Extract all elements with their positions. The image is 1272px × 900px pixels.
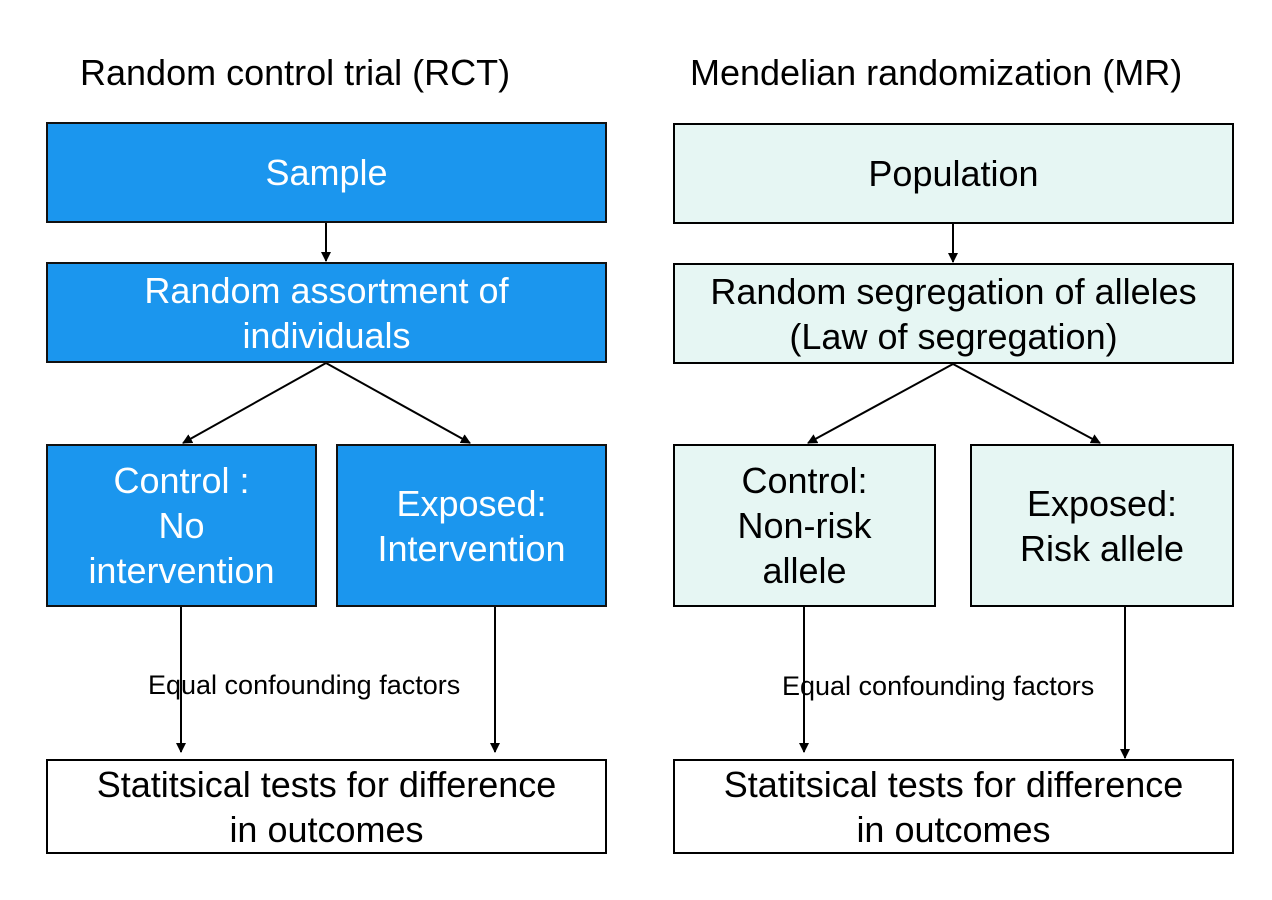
mr-arrow-to-control — [807, 363, 954, 444]
rct-tests-line1: Statitsical tests for difference — [96, 763, 557, 805]
rct-exposed-box: Exposed: Intervention — [336, 444, 607, 607]
mr-segregation-box: Random segregation of alleles (Law of se… — [673, 263, 1234, 364]
mr-exposed-line2: Risk allele — [1019, 527, 1185, 569]
rct-tests-box: Statitsical tests for difference in outc… — [46, 759, 607, 854]
rct-arrow-to-exposed — [325, 362, 471, 444]
rct-control-line3: intervention — [88, 550, 275, 591]
mr-tests-line1: Statitsical tests for difference — [723, 763, 1184, 805]
mr-control-box: Control: Non-risk allele — [673, 444, 936, 607]
rct-control-line1: Control : — [113, 460, 250, 501]
rct-exposed-line2: Intervention — [377, 527, 566, 569]
mr-tests-box: Statitsical tests for difference in outc… — [673, 759, 1234, 854]
mr-segregation-line1: Random segregation of alleles — [710, 270, 1197, 312]
rct-tests-line2: in outcomes — [229, 808, 424, 850]
rct-sample-box: Sample — [46, 122, 607, 223]
mr-title: Mendelian randomization (MR) — [690, 52, 1183, 93]
mr-exposed-box: Exposed: Risk allele — [970, 444, 1234, 607]
mr-segregation-line2: (Law of segregation) — [789, 315, 1118, 357]
mr-control-line2: Non-risk — [737, 505, 872, 546]
mr-population-label: Population — [868, 153, 1039, 194]
mr-control-line3: allele — [762, 550, 847, 591]
rct-assort-box: Random assortment of individuals — [46, 262, 607, 363]
rct-control-box: Control : No intervention — [46, 444, 317, 607]
mr-arrow-to-exposed — [952, 363, 1101, 444]
rct-control-line2: No — [158, 505, 205, 546]
rct-arrow-to-control — [182, 362, 327, 444]
rct-assort-line1: Random assortment of — [144, 269, 509, 311]
mr-confounding-note: Equal confounding factors — [782, 671, 1095, 701]
rct-title: Random control trial (RCT) — [80, 52, 511, 93]
rct-exposed-line1: Exposed: — [396, 482, 547, 524]
mr-population-box: Population — [673, 123, 1234, 224]
mr-control-line1: Control: — [741, 460, 868, 501]
mr-tests-line2: in outcomes — [856, 808, 1051, 850]
rct-confounding-note: Equal confounding factors — [148, 670, 461, 700]
rct-sample-label: Sample — [265, 152, 388, 193]
mr-exposed-line1: Exposed: — [1026, 482, 1178, 524]
rct-assort-line2: individuals — [242, 314, 411, 356]
